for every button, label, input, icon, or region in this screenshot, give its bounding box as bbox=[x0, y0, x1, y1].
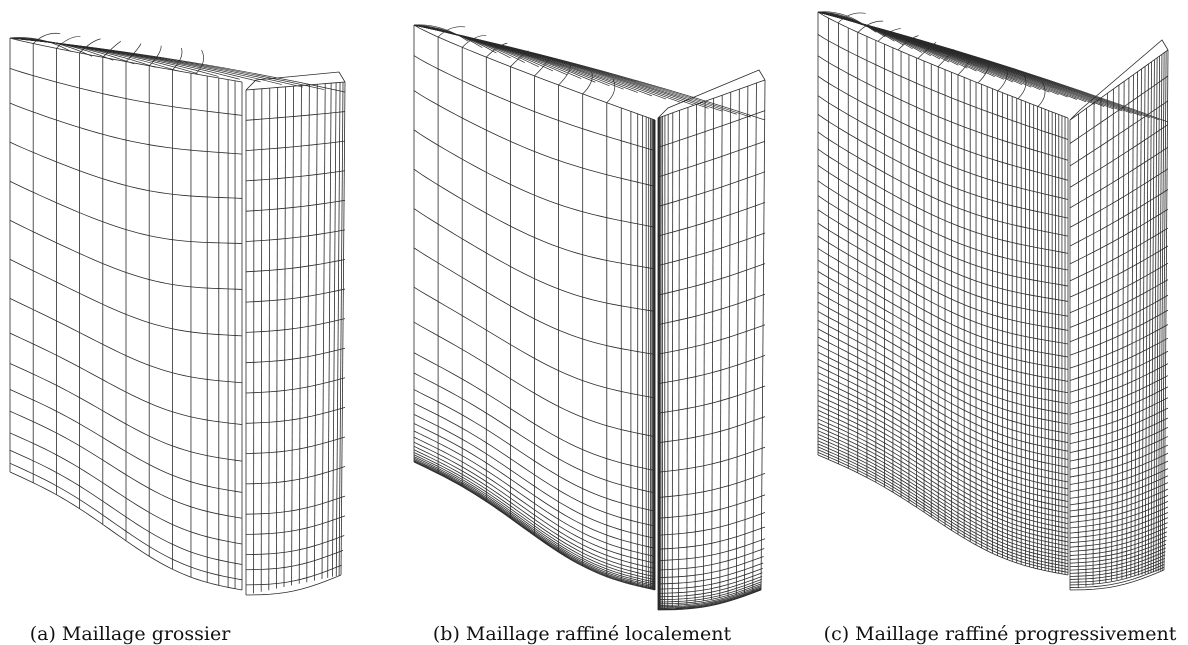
caption-b: (b) Maillage raffiné localement bbox=[432, 623, 732, 645]
mesh-panel-a bbox=[10, 33, 345, 595]
caption-a: (a) Maillage grossier bbox=[29, 623, 231, 645]
mesh-panel-b bbox=[414, 25, 765, 610]
caption-c: (c) Maillage raffiné progressivement bbox=[823, 623, 1177, 645]
mesh-panel-c bbox=[818, 12, 1168, 590]
